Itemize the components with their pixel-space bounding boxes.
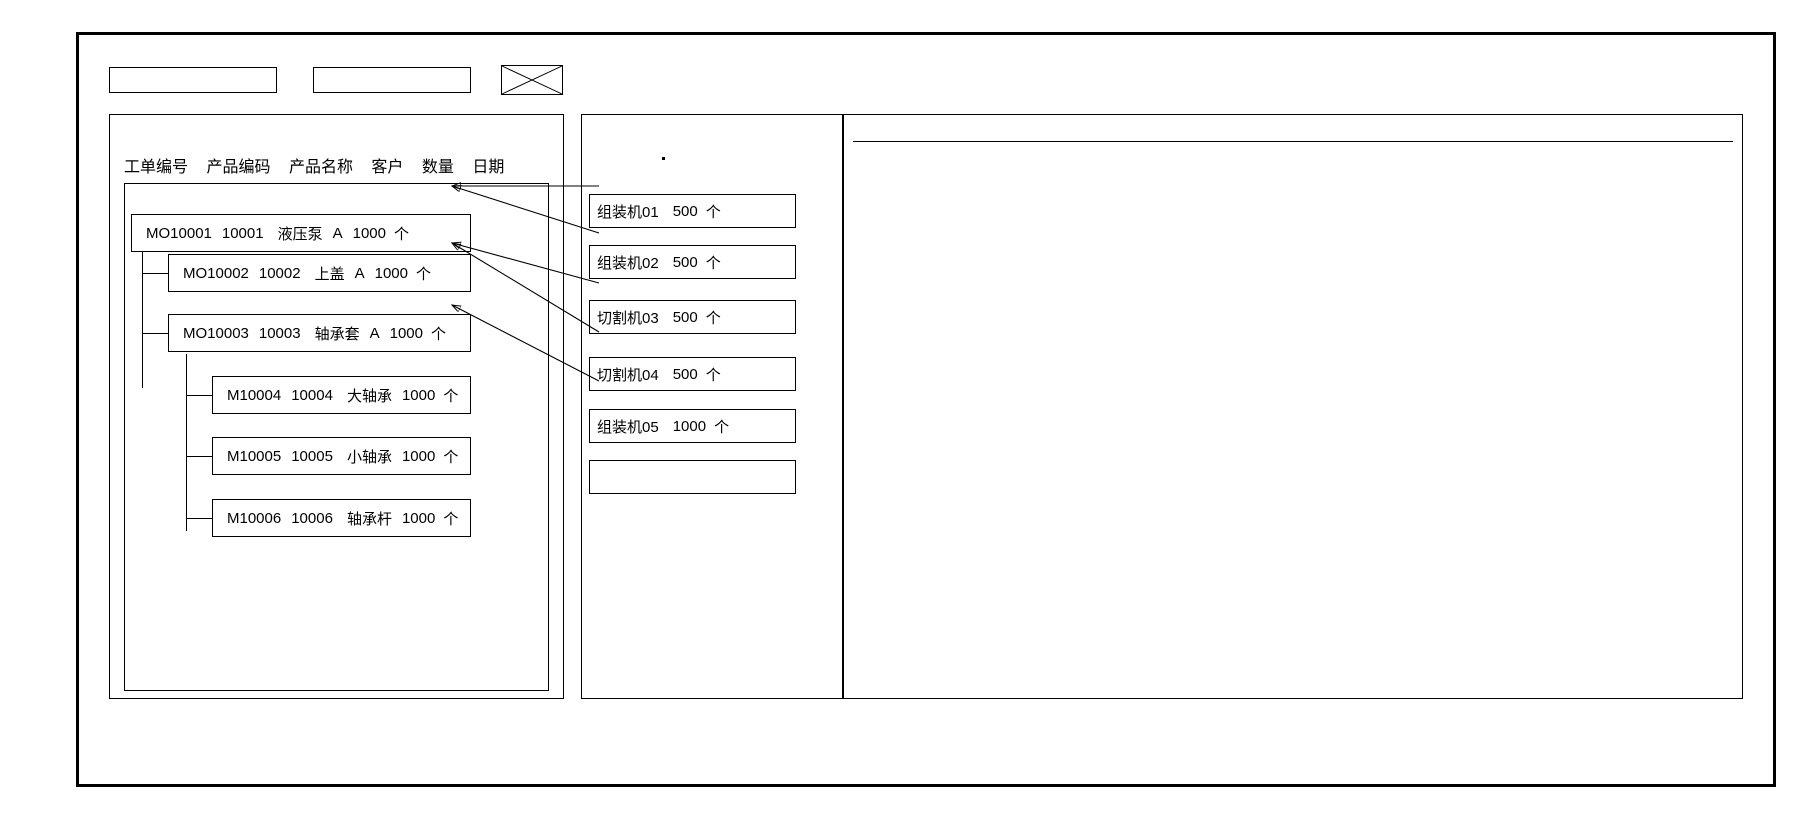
cell-product-code: 10006 xyxy=(291,509,333,527)
machine-qty: 500 xyxy=(672,202,698,220)
table-row[interactable]: MO10002 10002 上盖 A 1000 个 xyxy=(168,254,471,292)
cell-product-code: 10005 xyxy=(291,447,333,465)
column-header-product-name: 产品名称 xyxy=(288,159,353,176)
machine-unit: 个 xyxy=(714,418,730,436)
tree-connector-horizontal-1 xyxy=(142,273,168,274)
cell-qty: 1000 xyxy=(352,224,386,242)
machine-unit: 个 xyxy=(705,366,721,384)
detail-panel-header-divider xyxy=(853,141,1733,142)
machine-card[interactable]: 切割机04 500 个 xyxy=(589,357,796,391)
cell-customer: A xyxy=(332,224,343,242)
cell-product-code: 10003 xyxy=(258,324,301,342)
tree-connector-horizontal-2 xyxy=(142,333,168,334)
cell-unit: 个 xyxy=(443,510,459,528)
column-header-customer: 客户 xyxy=(371,159,404,176)
panel-marker-dot xyxy=(662,157,665,160)
column-header-date: 日期 xyxy=(472,159,505,176)
toolbar xyxy=(109,65,563,95)
machine-card[interactable]: 切割机03 500 个 xyxy=(589,300,796,334)
cell-qty: 1000 xyxy=(401,509,436,527)
cell-order-no: MO10003 xyxy=(183,324,249,342)
cell-customer: A xyxy=(369,324,380,342)
machine-card[interactable]: 组装机02 500 个 xyxy=(589,245,796,279)
column-header-order-no: 工单编号 xyxy=(124,159,189,176)
cell-order-no: MO10002 xyxy=(183,264,249,282)
machine-qty: 500 xyxy=(672,253,698,271)
cell-product-code: 10004 xyxy=(291,386,333,404)
machine-unit: 个 xyxy=(705,203,721,221)
machine-qty: 500 xyxy=(672,365,698,383)
cell-unit: 个 xyxy=(443,448,459,466)
image-placeholder-icon[interactable] xyxy=(501,65,563,95)
cell-product-name: 液压泵 xyxy=(277,225,323,243)
machine-card-empty[interactable] xyxy=(589,460,796,494)
cell-customer: A xyxy=(354,264,365,282)
table-row[interactable]: M10006 10006 轴承杆 1000 个 xyxy=(212,499,471,537)
cell-unit: 个 xyxy=(443,387,459,405)
cell-product-code: 10001 xyxy=(221,224,264,242)
cell-order-no: M10006 xyxy=(227,509,282,527)
tree-connector-horizontal-4 xyxy=(186,456,212,457)
work-order-panel: 工单编号 产品编码 产品名称 客户 数量 日期 MO10001 10001 液压… xyxy=(109,114,564,699)
machine-schedule-panel: 组装机01 500 个 组装机02 500 个 切割机03 500 个 切割机0… xyxy=(581,114,843,699)
machine-unit: 个 xyxy=(705,254,721,272)
cell-order-no: M10005 xyxy=(227,447,282,465)
cell-product-name: 轴承套 xyxy=(314,325,360,343)
machine-name: 切割机03 xyxy=(597,309,659,327)
cell-qty: 1000 xyxy=(401,386,436,404)
machine-unit: 个 xyxy=(705,309,721,327)
cell-product-name: 上盖 xyxy=(314,265,345,283)
cell-unit: 个 xyxy=(394,225,410,243)
cell-order-no: MO10001 xyxy=(146,224,212,242)
tree-connector-horizontal-3 xyxy=(186,395,212,396)
cell-unit: 个 xyxy=(431,325,447,343)
cell-product-name: 轴承杆 xyxy=(346,510,392,528)
machine-card[interactable]: 组装机05 1000 个 xyxy=(589,409,796,443)
detail-panel xyxy=(843,114,1743,699)
order-table-header: 工单编号 产品编码 产品名称 客户 数量 日期 xyxy=(124,153,504,177)
toolbar-field-1[interactable] xyxy=(109,67,277,93)
cell-qty: 1000 xyxy=(389,324,423,342)
column-header-product-code: 产品编码 xyxy=(206,159,271,176)
tree-connector-vertical-sub xyxy=(186,354,187,531)
cell-product-name: 小轴承 xyxy=(346,448,392,466)
cell-qty: 1000 xyxy=(374,264,408,282)
cell-qty: 1000 xyxy=(401,447,436,465)
machine-name: 组装机05 xyxy=(597,418,659,436)
cell-product-name: 大轴承 xyxy=(346,387,392,405)
app-window: 工单编号 产品编码 产品名称 客户 数量 日期 MO10001 10001 液压… xyxy=(76,32,1776,787)
table-row[interactable]: MO10001 10001 液压泵 A 1000 个 xyxy=(131,214,471,252)
column-header-qty: 数量 xyxy=(421,159,454,176)
table-row[interactable]: M10005 10005 小轴承 1000 个 xyxy=(212,437,471,475)
cell-order-no: M10004 xyxy=(227,386,282,404)
machine-qty: 500 xyxy=(672,308,698,326)
tree-connector-horizontal-5 xyxy=(186,518,212,519)
machine-name: 组装机01 xyxy=(597,203,659,221)
table-row[interactable]: M10004 10004 大轴承 1000 个 xyxy=(212,376,471,414)
machine-qty: 1000 xyxy=(672,417,707,435)
machine-name: 组装机02 xyxy=(597,254,659,272)
toolbar-field-2[interactable] xyxy=(313,67,471,93)
table-row[interactable]: MO10003 10003 轴承套 A 1000 个 xyxy=(168,314,471,352)
cell-product-code: 10002 xyxy=(258,264,301,282)
machine-card[interactable]: 组装机01 500 个 xyxy=(589,194,796,228)
tree-connector-vertical-root xyxy=(142,233,143,388)
work-order-tree: MO10001 10001 液压泵 A 1000 个 MO10002 10002… xyxy=(124,183,549,691)
machine-name: 切割机04 xyxy=(597,366,659,384)
detail-panel-content xyxy=(854,147,1732,692)
cell-unit: 个 xyxy=(416,265,432,283)
